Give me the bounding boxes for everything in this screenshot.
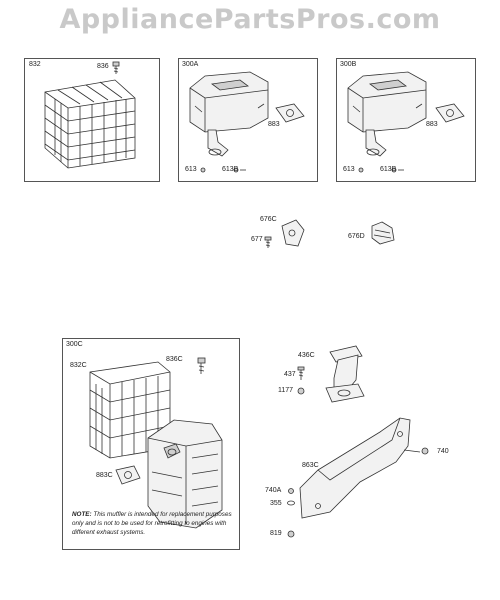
screen-cage-drawing xyxy=(44,79,136,169)
gasket-883c-drawing xyxy=(115,465,141,485)
deflector-676c-drawing xyxy=(264,219,305,248)
part-label-613-a: 613 xyxy=(185,166,197,173)
part-label-677: 677 xyxy=(251,236,263,243)
part-label-613b-b: 613B xyxy=(380,166,397,173)
panel-300c-title: 300C xyxy=(66,341,83,348)
part-label-836c: 836C xyxy=(166,356,183,363)
nut-1177-drawing xyxy=(297,387,305,395)
part-label-819: 819 xyxy=(270,530,282,537)
part-label-836: 836 xyxy=(97,63,109,70)
note-text: This muffler is intended for replacement… xyxy=(72,511,232,536)
part-label-740a: 740A xyxy=(265,487,282,494)
screw-836-drawing xyxy=(112,61,120,74)
panel-300c xyxy=(62,338,240,550)
shield-863c-drawing xyxy=(299,417,421,519)
replacement-note: NOTE: This muffler is intended for repla… xyxy=(72,510,234,537)
screw-437-drawing xyxy=(297,366,305,380)
nut-740a-drawing xyxy=(288,488,294,494)
muffler-300a-drawing xyxy=(189,71,305,173)
part-label-437: 437 xyxy=(284,371,296,378)
part-label-883-a: 883 xyxy=(268,121,280,128)
part-label-676c: 676C xyxy=(260,216,277,223)
panel-300a-title: 300A xyxy=(182,61,199,68)
nut-819-drawing xyxy=(287,530,295,538)
part-label-883c: 883C xyxy=(96,472,113,479)
part-label-883-b: 883 xyxy=(426,121,438,128)
washer-355-drawing xyxy=(287,500,295,506)
panel-832-title: 832 xyxy=(29,61,41,68)
muffler-300c-drawing xyxy=(147,419,223,529)
note-title: NOTE: xyxy=(72,511,92,518)
part-label-832c: 832C xyxy=(70,362,87,369)
part-label-355: 355 xyxy=(270,500,282,507)
part-label-436c: 436C xyxy=(298,352,315,359)
part-label-613b-a: 613B xyxy=(222,166,239,173)
part-label-676d: 676D xyxy=(348,233,365,240)
part-label-740: 740 xyxy=(437,448,449,455)
panel-832 xyxy=(24,58,160,182)
part-label-613-b: 613 xyxy=(343,166,355,173)
panel-300b xyxy=(336,58,476,182)
elbow-436c-drawing xyxy=(325,345,365,403)
screw-836c-drawing xyxy=(197,357,206,374)
muffler-300b-drawing xyxy=(347,71,465,173)
nut-740-drawing xyxy=(421,447,429,455)
panel-300a xyxy=(178,58,318,182)
watermark: AppliancePartsPros.com xyxy=(59,4,441,35)
deflector-676d-drawing xyxy=(371,221,395,245)
part-label-1177: 1177 xyxy=(278,387,294,394)
part-label-863c: 863C xyxy=(302,462,319,469)
panel-300b-title: 300B xyxy=(340,61,357,68)
